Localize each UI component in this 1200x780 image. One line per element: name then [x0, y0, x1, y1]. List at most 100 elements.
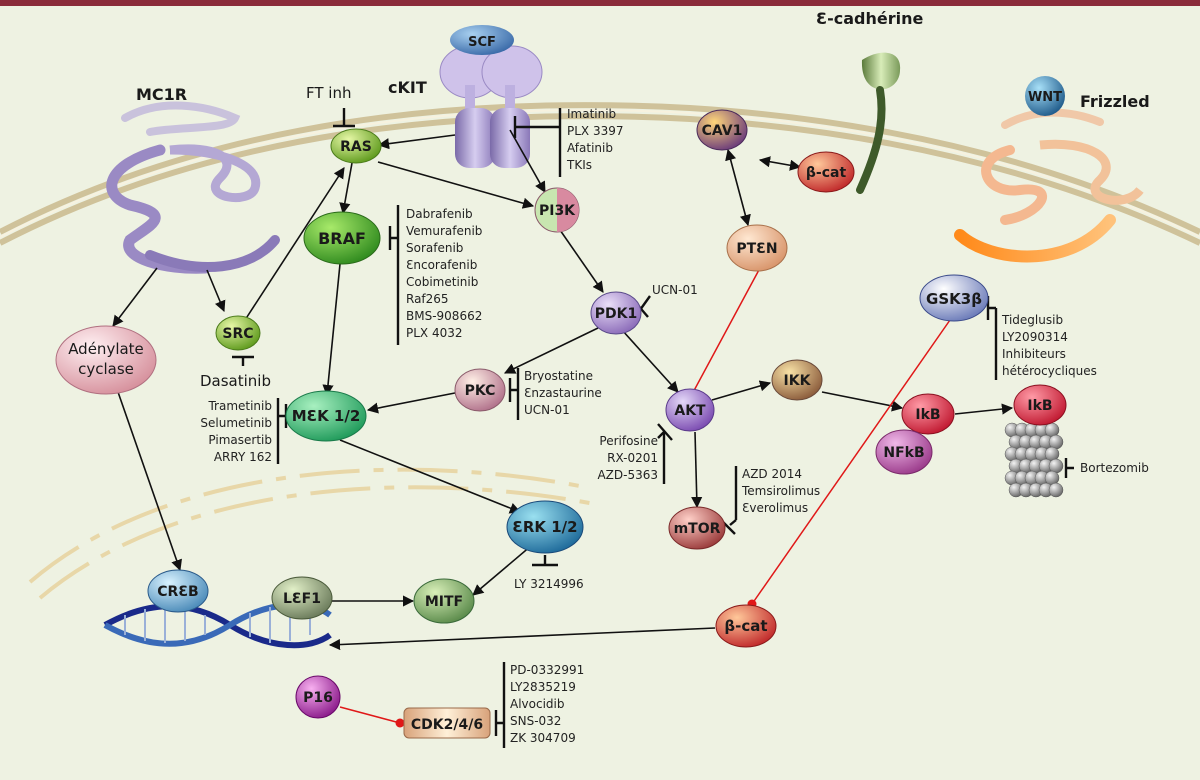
pdk1-drug: UCN-01	[652, 283, 698, 297]
mtor-drug-1: Temsirolimus	[741, 484, 820, 498]
node-pten: PTƐN	[726, 224, 788, 272]
node-bcat-nuclear: β-cat	[715, 604, 777, 648]
edge-mek-erk	[339, 439, 522, 514]
pkc-drug-2: UCN-01	[524, 403, 570, 417]
pkc-drug-0: Bryostatine	[524, 369, 593, 383]
edge-p16-cdk-end	[395, 718, 405, 728]
edge-ikb-ikb	[954, 403, 1014, 415]
node-ikb-2: IkB	[1013, 384, 1067, 426]
cdk-drug-0: PD-0332991	[510, 663, 584, 677]
scf-label: SCF	[468, 35, 496, 50]
edge-src-ras	[244, 167, 345, 321]
mtor-label: mTOR	[674, 521, 721, 537]
bar-bortezomib	[1064, 458, 1074, 478]
gsk3b-label: GSK3β	[926, 290, 982, 308]
activation-edges	[112, 129, 1014, 651]
gsk-drug-3: hétérocycliques	[1002, 364, 1097, 378]
node-p16: P16	[295, 675, 341, 719]
ckit-receptor	[439, 25, 543, 168]
node-akt: AKT	[665, 388, 715, 432]
mitf-label: MITF	[425, 594, 463, 610]
adenylate-label-2: cyclase	[78, 360, 134, 378]
edge-ikk-ikb	[821, 391, 904, 412]
adenylate-label-1: Adénylate	[68, 340, 144, 358]
pten-label: PTƐN	[736, 241, 777, 257]
braf-drug-0: Dabrafenib	[406, 207, 473, 221]
edge-pdk1-pkc	[503, 327, 599, 374]
node-cdk: CDK2/4/6	[403, 707, 491, 739]
mtor-drug-0: AZD 2014	[742, 467, 802, 481]
cdk-drug-1: LY2835219	[510, 680, 576, 694]
top-border	[0, 0, 1200, 6]
edge-ras-braf	[339, 162, 353, 215]
akt-drug-0: Perifosine	[599, 434, 658, 448]
mek-drug-1: Selumetinib	[200, 416, 272, 430]
gsk-drug-2: Inhibiteurs	[1002, 347, 1066, 361]
e-cadherin-label: Ɛ-cadhérine	[816, 9, 924, 28]
frizzled-receptor	[954, 76, 1144, 263]
bar-erk	[532, 555, 558, 567]
cdk-drug-3: SNS-032	[510, 714, 561, 728]
bcat-nuc-label: β-cat	[724, 617, 767, 635]
edge-pten-akt	[689, 267, 761, 399]
pkc-drug-1: Ɛnzastaurine	[524, 386, 602, 400]
node-lef1: LƐF1	[271, 576, 333, 620]
edge-cav1-pten	[725, 148, 751, 227]
node-erk: ƐRK 1/2	[506, 500, 584, 554]
creb-label: CRƐB	[157, 584, 198, 600]
edge-gsk3b-bcat	[751, 319, 951, 605]
edge-pdk1-akt	[621, 329, 679, 393]
bcat-mem-label: β-cat	[806, 165, 847, 181]
ikk-label: IKK	[784, 373, 812, 389]
pkc-label: PKC	[465, 383, 496, 399]
bar-dasatinib	[232, 355, 254, 366]
dasatinib-label: Dasatinib	[200, 372, 271, 390]
cdk-drug-4: ZK 304709	[510, 731, 576, 745]
ft-inh-label: FT inh	[306, 84, 351, 102]
cdk-drug-2: Alvocidib	[510, 697, 565, 711]
edge-ckit-pi3k	[509, 129, 546, 193]
pdk1-label: PDK1	[595, 306, 637, 322]
mek-label: MƐK 1/2	[292, 407, 361, 425]
bar-braf	[388, 226, 398, 250]
bar-cdk	[494, 710, 504, 736]
edge-akt-mtor	[691, 431, 703, 509]
e-cadherin-protein	[856, 52, 901, 194]
edge-bcat-dna	[328, 627, 716, 651]
inhibitor-labels: FT inh Dasatinib Imatinib PLX 3397 Afati…	[200, 84, 1149, 745]
bar-mek	[278, 404, 288, 428]
node-ikb-1: IkB	[901, 393, 955, 435]
src-label: SRC	[222, 326, 253, 342]
braf-drug-1: Vemurafenib	[406, 224, 482, 238]
mc1r-label: MC1R	[136, 85, 187, 104]
wnt-label: WNT	[1028, 90, 1062, 105]
node-bcat-membrane: β-cat	[797, 151, 855, 193]
ckit-drug-0: Imatinib	[567, 107, 616, 121]
node-mitf: MITF	[413, 578, 475, 624]
ikb2-label: IkB	[1027, 398, 1052, 414]
mek-drug-2: Pimasertib	[208, 433, 272, 447]
braf-drug-5: Raf265	[406, 292, 449, 306]
mek-drug-0: Trametinib	[207, 399, 272, 413]
ras-label: RAS	[340, 139, 372, 155]
ckit-label: cKIT	[388, 78, 427, 97]
frizzled-label: Frizzled	[1080, 92, 1150, 111]
node-ikk: IKK	[771, 359, 823, 401]
edge-adenylate-creb	[117, 391, 182, 572]
mek-drug-3: ARRY 162	[214, 450, 272, 464]
braf-drug-7: PLX 4032	[406, 326, 463, 340]
edge-pi3k-pdk1	[559, 229, 604, 293]
bar-pkc	[508, 378, 518, 402]
edge-p16-cdk	[339, 706, 401, 724]
node-pkc: PKC	[454, 368, 506, 412]
bar-ckit	[513, 116, 560, 138]
nuclear-membrane	[28, 467, 601, 600]
pi3k-label: PI3K	[539, 203, 576, 219]
lef1-label: LƐF1	[283, 591, 321, 607]
node-cav1: CAV1	[696, 109, 748, 151]
edge-ckit-ras	[377, 134, 456, 150]
edge-ras-pi3k	[377, 161, 535, 209]
node-pdk1: PDK1	[590, 291, 642, 335]
